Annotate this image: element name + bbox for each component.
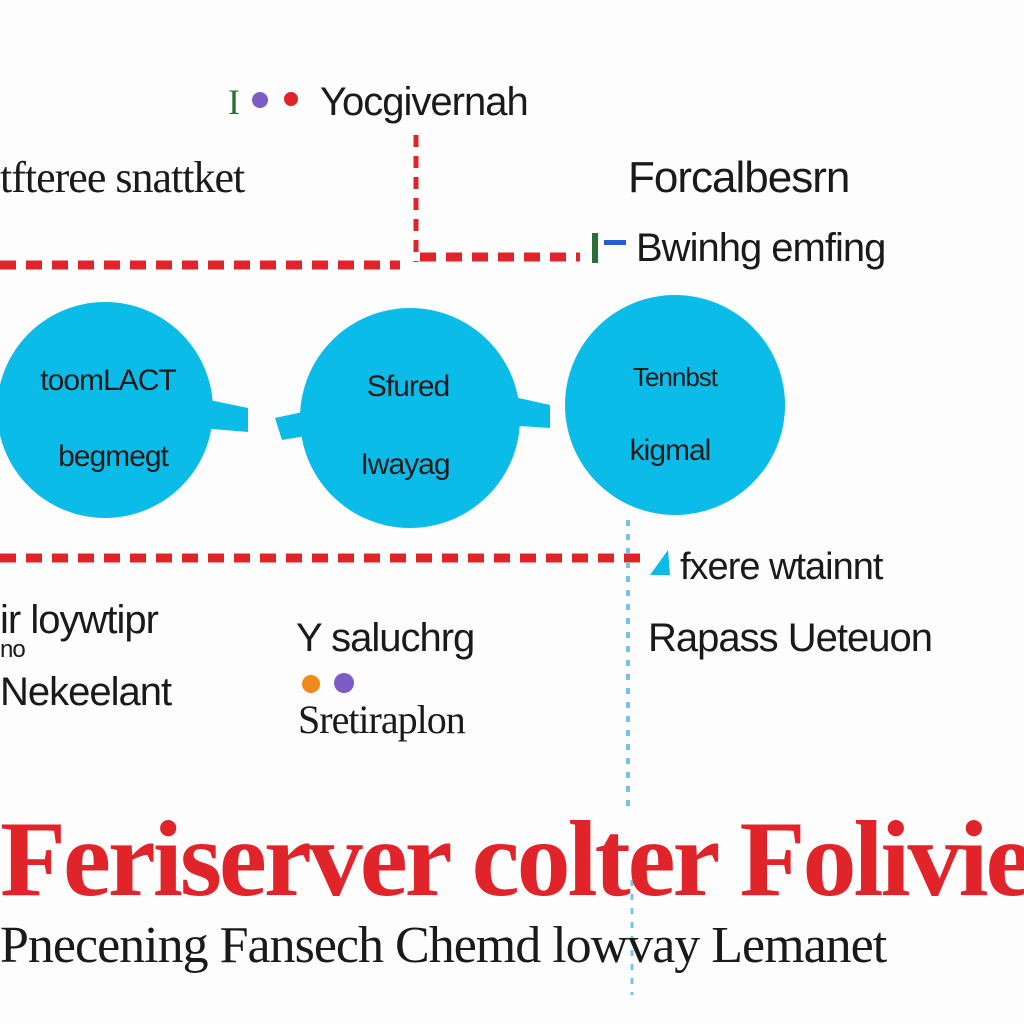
header-dot-red	[284, 92, 298, 106]
node-2-line2: Iwayag	[360, 448, 450, 481]
footer-subtitle: Pnecening Fansech Chemd lowvay Lemanet	[0, 917, 887, 974]
footer-title: Feriserver colter Folivier	[0, 800, 1024, 919]
label-lower-right: Rapass Ueteuon	[648, 616, 933, 660]
label-lower-left-2: no	[0, 636, 26, 663]
legend-dot-purple	[334, 673, 354, 693]
header-dot-purple	[252, 92, 268, 108]
label-lower-mid-2: Sretiraplon	[298, 697, 466, 742]
node-3-line1: Tennbst	[632, 362, 718, 392]
marker-blue	[604, 240, 626, 245]
pointer-blue	[650, 550, 670, 575]
header-label: Yocgivernah	[320, 80, 529, 124]
node-1-line2: begmegt	[58, 440, 169, 473]
header-badge: I	[228, 82, 240, 122]
label-lower-left-3: Nekeelant	[0, 670, 172, 714]
node-1	[0, 302, 213, 518]
node-3-line2: kigmal	[629, 434, 712, 467]
label-top-right: Forcalbesrn	[628, 153, 850, 202]
legend-dot-orange	[302, 675, 320, 693]
label-mid-right: fxere wtainnt	[680, 546, 883, 588]
marker-green	[592, 233, 598, 263]
node-2-line1: Sfured	[366, 370, 450, 403]
node-1-line1: toomLACT	[40, 364, 176, 397]
label-right-mid: Bwinhg emfing	[636, 226, 886, 270]
label-top-left: tfteree snattket	[0, 153, 245, 202]
node-3	[565, 295, 785, 515]
label-lower-left-1: ir loywtipr	[0, 598, 159, 642]
label-lower-mid-1: Y saluchrg	[296, 616, 475, 660]
node-2	[300, 308, 520, 528]
